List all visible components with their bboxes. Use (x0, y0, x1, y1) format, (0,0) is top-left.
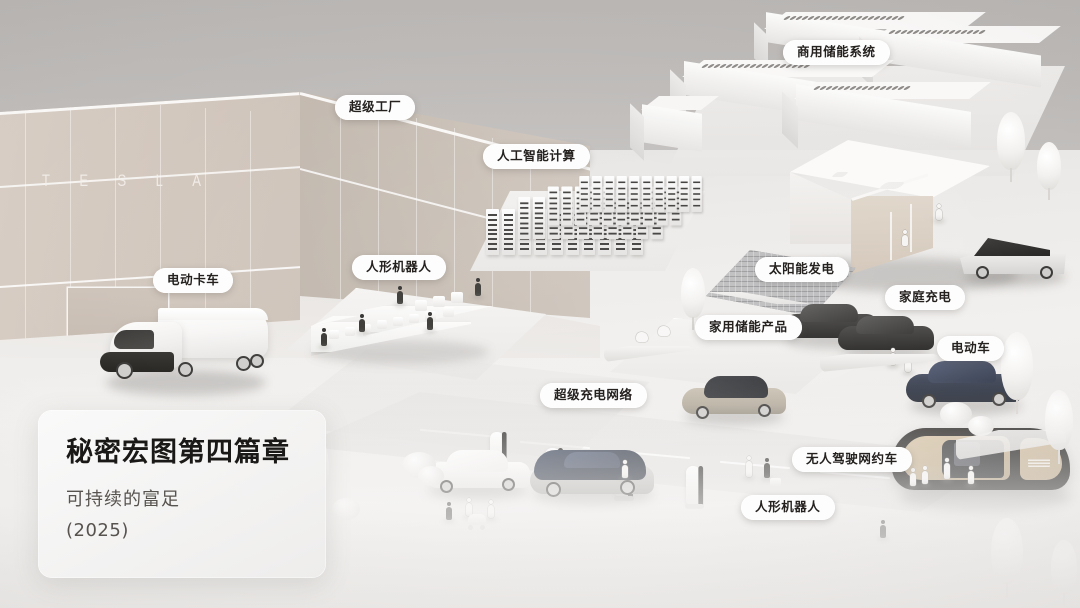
label-electric-truck[interactable]: 电动卡车 (153, 268, 234, 293)
worker-robot (424, 312, 436, 333)
server-rack (604, 176, 615, 212)
worker-robot (472, 278, 484, 299)
server-rack (666, 176, 677, 212)
server-rack (621, 196, 634, 240)
worker-robot (318, 328, 330, 349)
worker-robot (394, 286, 406, 307)
server-rack (533, 196, 545, 240)
label-humanoid-robot-city[interactable]: 人形机器人 (741, 495, 835, 520)
factory-facade-left (0, 92, 300, 342)
server-rack (502, 209, 515, 255)
server-rack (561, 186, 573, 226)
label-supercharger-network[interactable]: 超级充电网络 (540, 383, 647, 408)
wordmark-letter: S (117, 170, 128, 190)
label-robotaxi[interactable]: 无人驾驶网约车 (792, 447, 912, 472)
title-year: (2025) (66, 519, 129, 541)
dog-figure (658, 326, 670, 336)
server-rack (579, 176, 590, 212)
person-figure (933, 204, 945, 223)
wordmark-letter: A (192, 170, 202, 190)
server-rack (629, 176, 640, 212)
label-electric-vehicle[interactable]: 电动车 (937, 336, 1005, 361)
dark-suv-b (838, 312, 938, 364)
server-rack (654, 176, 665, 212)
label-home-charging[interactable]: 家庭充电 (885, 285, 966, 310)
label-solar-power[interactable]: 太阳能发电 (755, 257, 849, 282)
person-figure (902, 230, 908, 246)
label-home-storage[interactable]: 家用储能产品 (695, 315, 802, 340)
cybertruck (960, 232, 1070, 288)
label-gigafactory[interactable]: 超级工厂 (335, 95, 416, 120)
server-rack (691, 176, 702, 212)
title-subtitle: 可持续的富足 (66, 488, 180, 510)
server-rack (547, 186, 559, 226)
label-humanoid-robot-line[interactable]: 人形机器人 (352, 255, 446, 280)
tree (1036, 142, 1062, 200)
label-commercial-storage[interactable]: 商用储能系统 (783, 40, 890, 65)
server-rack (641, 176, 652, 212)
wordmark-letter: E (79, 170, 90, 190)
wordmark-letter: T (42, 170, 51, 190)
server-rack (591, 176, 602, 212)
dog-figure (636, 332, 648, 342)
assembly-line (305, 278, 495, 374)
title-card: 秘密宏图第四篇章 可持续的富足 (2025) (38, 410, 326, 578)
title-heading: 秘密宏图第四篇章 (66, 437, 290, 468)
server-rack (518, 196, 531, 240)
worker-robot (356, 314, 368, 335)
server-rack (616, 176, 627, 212)
server-rack (679, 176, 690, 212)
tree (996, 112, 1026, 182)
tesla-wordmark: T E S L A (42, 170, 202, 190)
label-ai-compute[interactable]: 人工智能计算 (483, 144, 590, 169)
server-rack (486, 209, 499, 255)
server-racks (470, 165, 710, 275)
tree (680, 268, 706, 330)
wordmark-letter: L (155, 170, 164, 190)
